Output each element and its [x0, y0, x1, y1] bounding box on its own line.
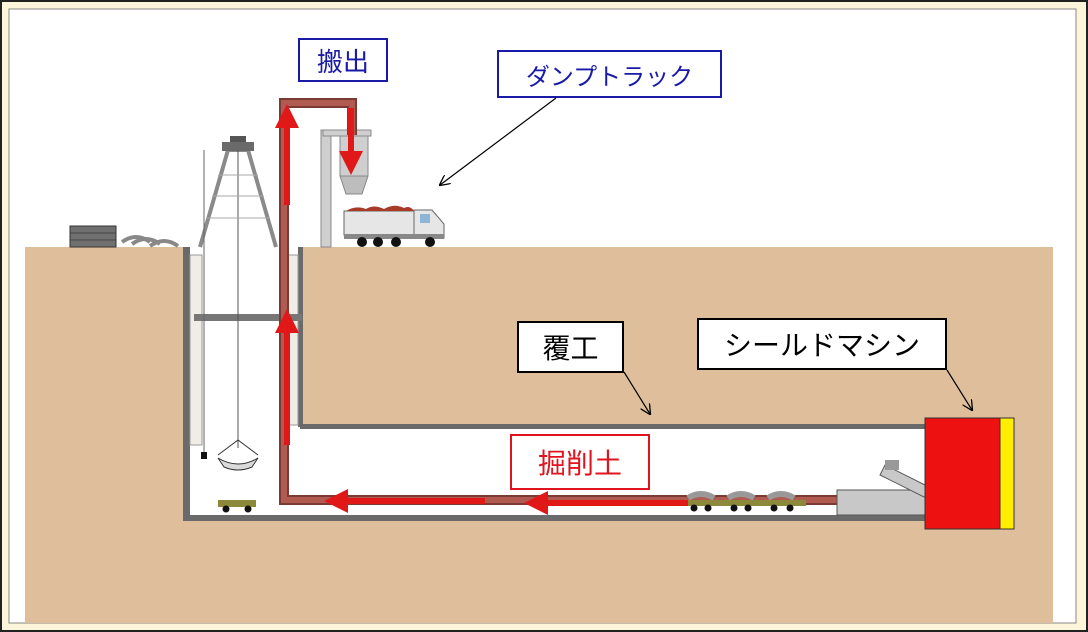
gantry-crane [198, 136, 278, 471]
segment-carts [686, 491, 806, 512]
shield-pointer [946, 369, 972, 410]
shaft-wall-right [298, 247, 303, 427]
tunnel-lining-bottom [183, 515, 930, 521]
shield-machine [924, 417, 1001, 530]
segment-stack [69, 225, 117, 248]
label-fukko: 覆工 [517, 321, 624, 373]
cutter-head [999, 417, 1015, 530]
label-shield-machine: シールドマシン [697, 318, 947, 370]
label-dump-truck: ダンプトラック [497, 50, 722, 98]
dump-truck-pointer [440, 97, 557, 185]
flow-arrows [275, 104, 690, 515]
shaft-wall-left [183, 247, 190, 519]
label-hanshutsu: 搬出 [298, 38, 388, 82]
lining-pointer [623, 371, 650, 414]
label-kussakudo: 掘削土 [510, 434, 650, 490]
shaft-cart [218, 500, 256, 513]
shaft-segments-left [189, 254, 203, 446]
dump-truck [343, 205, 445, 247]
tunnel-lining-top [300, 424, 930, 429]
segments-on-ground [120, 235, 180, 248]
shaft-platform [194, 314, 302, 321]
